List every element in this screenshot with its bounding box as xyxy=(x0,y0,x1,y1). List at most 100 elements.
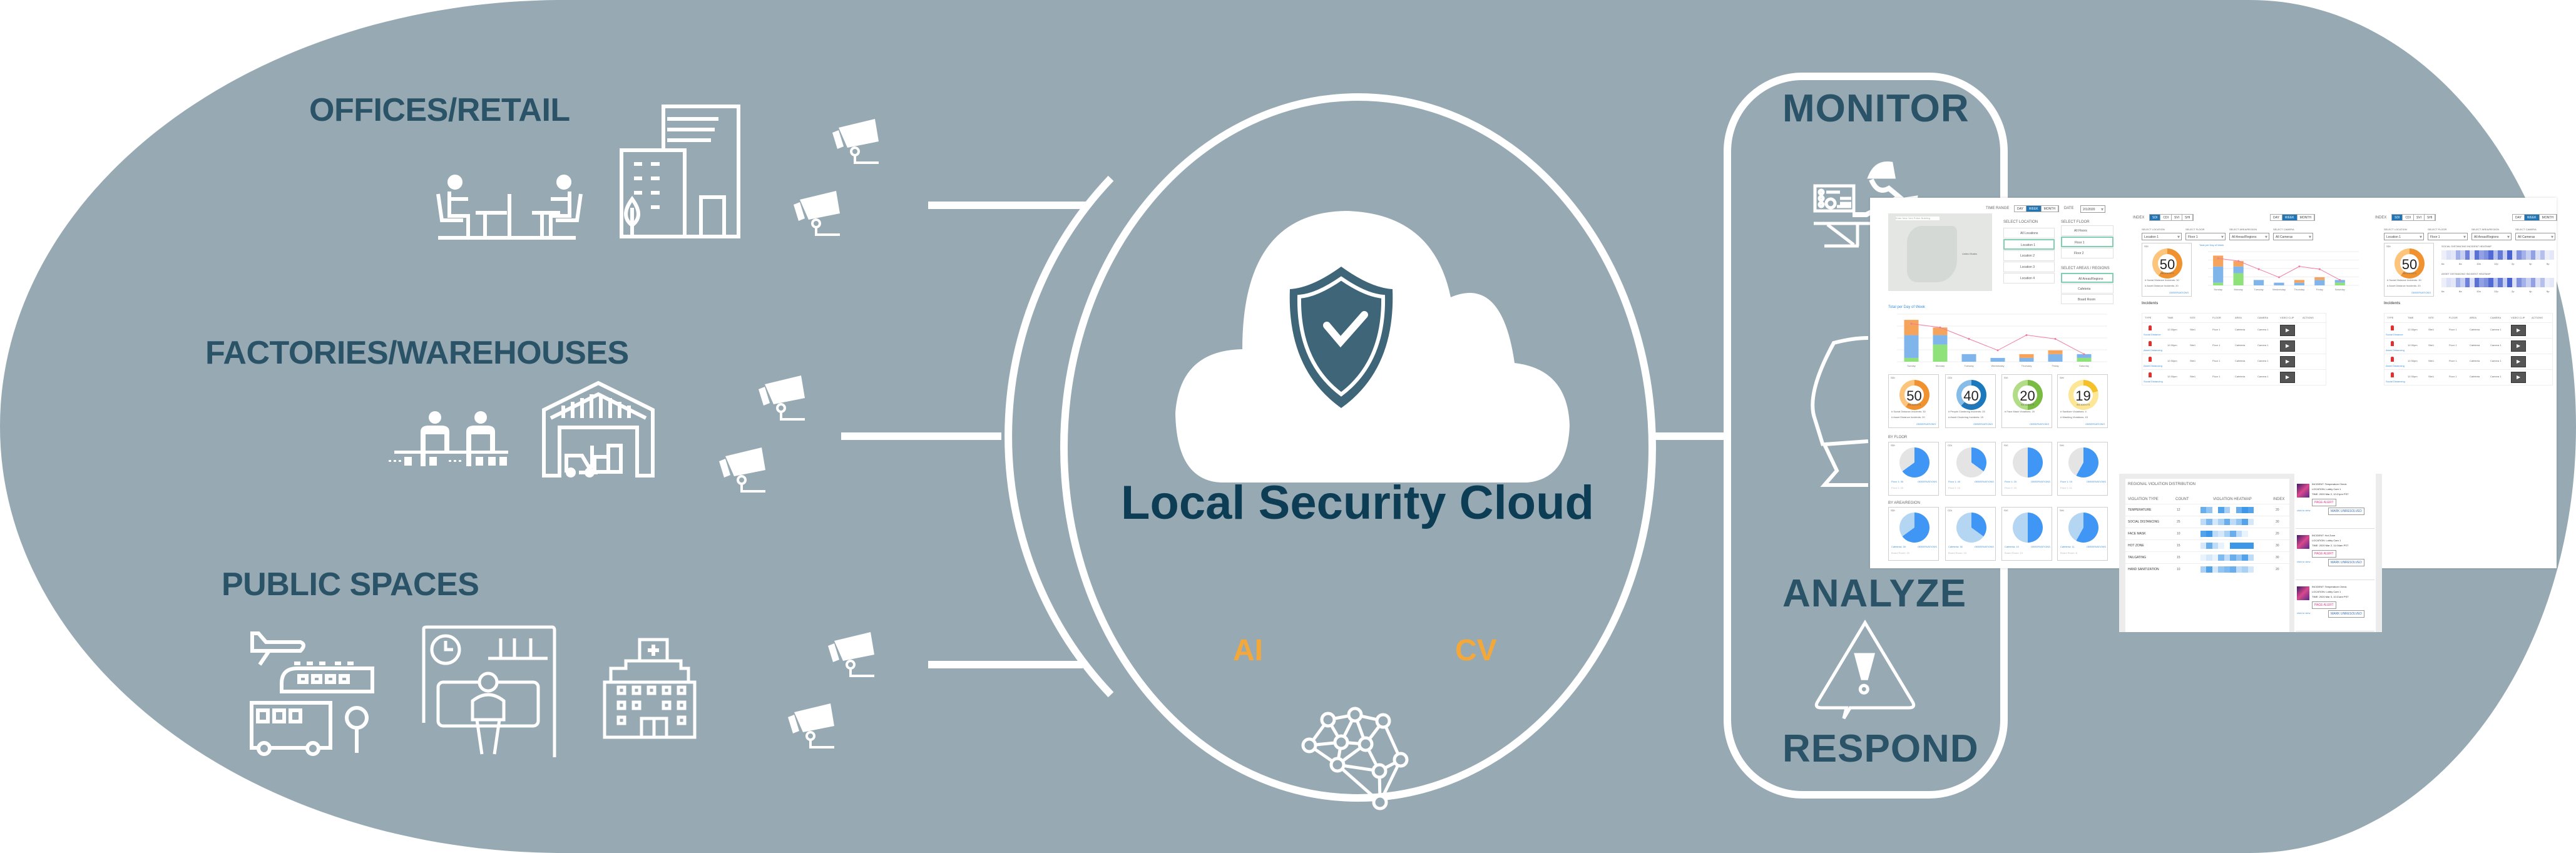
location-item[interactable]: Location 4 xyxy=(2003,273,2055,283)
bar-blue[interactable] xyxy=(1933,335,1948,345)
heatmap-cell[interactable] xyxy=(2206,554,2212,561)
index-tab[interactable]: SVI xyxy=(2172,215,2183,220)
bar-orange[interactable] xyxy=(1904,320,1919,335)
select-dropdown[interactable]: All Areas/Regions xyxy=(2229,233,2269,240)
observations-link[interactable]: OBSERVATIONS xyxy=(1916,422,1936,426)
heatmap-cell[interactable] xyxy=(2483,250,2488,260)
select-dropdown[interactable]: All Areas/Regions xyxy=(2471,233,2512,240)
bar-orange[interactable] xyxy=(2294,280,2305,283)
heatmap-cell[interactable] xyxy=(2236,531,2242,537)
select-dropdown[interactable]: Location 1 xyxy=(2142,233,2182,240)
heatmap-cell[interactable] xyxy=(2451,250,2456,260)
heatmap-cell[interactable] xyxy=(2236,519,2242,525)
floor-item[interactable]: Floor 1 xyxy=(2061,237,2113,247)
bar-blue[interactable] xyxy=(1990,357,2005,362)
heatmap-cell[interactable] xyxy=(2200,519,2207,525)
date-field[interactable]: 2/1/2020 xyxy=(2080,205,2105,213)
heatmap-cell[interactable] xyxy=(2488,250,2493,260)
heatmap-cell[interactable] xyxy=(2200,507,2207,513)
trend-point[interactable] xyxy=(2237,260,2240,262)
heatmap-cell[interactable] xyxy=(2517,250,2522,260)
heatmap-cell[interactable] xyxy=(2535,278,2540,287)
trend-point[interactable] xyxy=(2054,338,2057,340)
thermal-thumbnail[interactable] xyxy=(2297,484,2309,498)
observations-link[interactable]: OBSERVATIONS xyxy=(2169,291,2189,294)
index-tab[interactable]: CDI xyxy=(2160,215,2172,220)
observations-link[interactable]: OBSERVATIONS xyxy=(2031,480,2050,483)
bar-orange[interactable] xyxy=(2048,350,2063,354)
heatmap-cell[interactable] xyxy=(2218,554,2224,561)
heatmap-cell[interactable] xyxy=(2236,507,2242,513)
bar-orange[interactable] xyxy=(1933,327,1948,335)
trend-point[interactable] xyxy=(2318,268,2321,270)
time-range-option[interactable]: WEEK xyxy=(2026,206,2042,212)
heatmap-cell[interactable] xyxy=(2455,250,2460,260)
bar-blue[interactable] xyxy=(2213,266,2224,283)
floor-item[interactable]: All Floors xyxy=(2061,225,2113,236)
heatmap-cell[interactable] xyxy=(2526,250,2531,260)
heatmap-cell[interactable] xyxy=(2212,519,2219,525)
heatmap-cell[interactable] xyxy=(2242,543,2248,549)
heatmap-cell[interactable] xyxy=(2218,543,2224,549)
heatmap-cell[interactable] xyxy=(2446,278,2451,287)
heatmap-cell[interactable] xyxy=(2224,507,2231,513)
video-clip-thumbnail[interactable] xyxy=(2280,372,2295,383)
heatmap-cell[interactable] xyxy=(2498,250,2503,260)
time-range-option[interactable]: MONTH xyxy=(2042,206,2058,212)
bar-orange[interactable] xyxy=(2213,255,2224,267)
heatmap-cell[interactable] xyxy=(2479,278,2484,287)
heatmap-cell[interactable] xyxy=(2545,278,2550,287)
heatmap-cell[interactable] xyxy=(2242,554,2248,561)
heatmap-cell[interactable] xyxy=(2230,554,2236,561)
bar-blue[interactable] xyxy=(2233,266,2244,273)
heatmap-cell[interactable] xyxy=(2488,278,2493,287)
heatmap-cell[interactable] xyxy=(2206,507,2212,513)
heatmap-cell[interactable] xyxy=(2218,507,2224,513)
heatmap-cell[interactable] xyxy=(2465,250,2470,260)
heatmap-cell[interactable] xyxy=(2242,519,2248,525)
trend-point[interactable] xyxy=(1968,338,1970,340)
heatmap-cell[interactable] xyxy=(2502,250,2507,260)
bar-orange[interactable] xyxy=(2233,261,2244,267)
index-tab[interactable]: SDI xyxy=(2150,215,2161,220)
heatmap-cell[interactable] xyxy=(2230,543,2236,549)
bar-blue[interactable] xyxy=(2314,280,2325,285)
area-item[interactable]: Board Room xyxy=(2061,294,2113,304)
heatmap-cell[interactable] xyxy=(2512,250,2517,260)
heatmap-cell[interactable] xyxy=(2460,278,2465,287)
heatmap-cell[interactable] xyxy=(2247,543,2254,549)
bar-green[interactable] xyxy=(2334,282,2345,285)
page-alert-button[interactable]: PAGE ALERT xyxy=(2312,601,2336,609)
video-clip-thumbnail[interactable] xyxy=(2280,356,2295,367)
heatmap-cell[interactable] xyxy=(2530,278,2535,287)
index-tab[interactable]: CDI xyxy=(2403,215,2414,220)
heatmap-cell[interactable] xyxy=(2224,519,2231,525)
area-item[interactable]: Cafeteria xyxy=(2061,283,2113,294)
video-clip-thumbnail[interactable] xyxy=(2280,325,2295,336)
observations-link[interactable]: OBSERVATIONS xyxy=(1975,480,1994,483)
bar-blue[interactable] xyxy=(2334,280,2345,283)
heatmap-cell[interactable] xyxy=(2549,250,2554,260)
observations-link[interactable]: OBSERVATIONS xyxy=(2087,545,2106,548)
bar-blue[interactable] xyxy=(2253,280,2264,285)
heatmap-cell[interactable] xyxy=(2224,554,2231,561)
heatmap-cell[interactable] xyxy=(2200,566,2207,573)
heatmap-cell[interactable] xyxy=(2218,519,2224,525)
heatmap-cell[interactable] xyxy=(2493,278,2498,287)
heatmap-cell[interactable] xyxy=(2498,278,2503,287)
